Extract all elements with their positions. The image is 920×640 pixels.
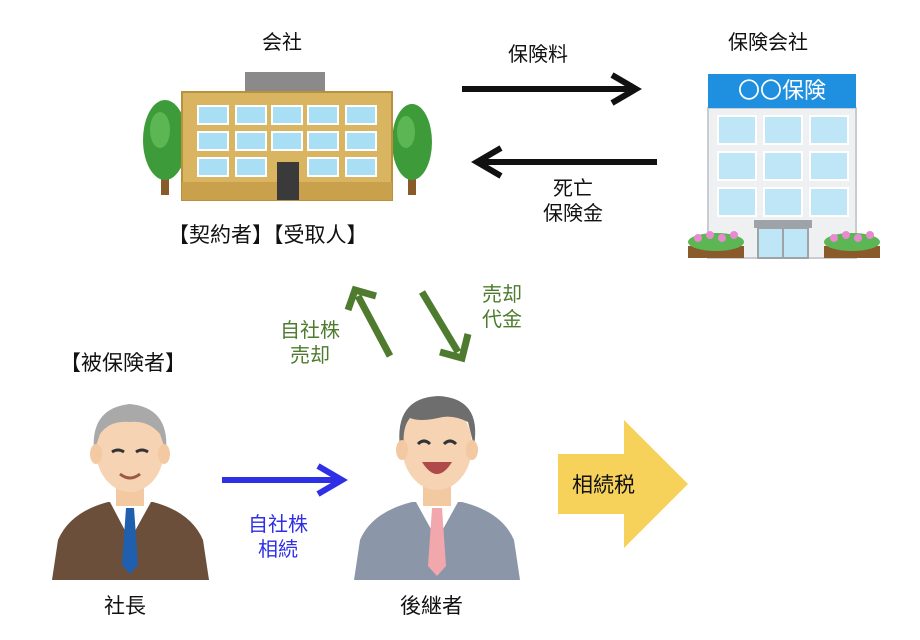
sale-proceeds-line2: 代金 — [482, 307, 522, 331]
death-benefit-line1: 死亡 — [553, 176, 593, 200]
sale-proceeds-arrow — [418, 290, 472, 363]
inheritance-tax-label: 相続税 — [572, 473, 635, 497]
company-roles-label: 【契約者】【受取人】 — [168, 223, 368, 247]
company-label: 会社 — [262, 30, 302, 54]
sale-proceeds-line1: 売却 — [482, 282, 522, 306]
flower-bed-icon — [688, 231, 744, 258]
president-role-label: 【被保険者】 — [60, 351, 186, 375]
sale-proceeds-label: 売却 代金 — [470, 282, 534, 332]
tree-icon — [392, 104, 432, 195]
share-sale-arrow — [344, 285, 394, 358]
inheritance-arrow — [222, 463, 348, 497]
premium-label: 保険料 — [508, 42, 568, 66]
president-name: 社長 — [104, 594, 146, 618]
inheritance-tax-arrow — [558, 420, 688, 548]
company-building-illustration — [143, 72, 432, 201]
flower-bed-icon — [824, 231, 880, 258]
death-benefit-label: 死亡 保険金 — [528, 176, 618, 226]
share-sale-line1: 自社株 — [280, 318, 340, 342]
share-sale-label: 自社株 売却 — [268, 318, 352, 368]
insurer-label: 保険会社 — [728, 30, 808, 54]
successor-illustration — [354, 396, 520, 580]
tree-icon — [143, 100, 187, 195]
inheritance-line1: 自社株 — [248, 512, 308, 536]
inheritance-line2: 相続 — [258, 537, 298, 561]
insurer-sign-text: 〇〇保険 — [737, 79, 826, 104]
president-illustration — [52, 404, 209, 580]
premium-arrow — [462, 72, 642, 106]
inheritance-label: 自社株 相続 — [236, 512, 320, 562]
successor-name: 後継者 — [400, 594, 463, 618]
share-sale-line2: 売却 — [290, 343, 330, 367]
death-benefit-line2: 保険金 — [543, 201, 603, 225]
insurer-building-illustration — [688, 74, 880, 259]
death-benefit-arrow — [471, 145, 657, 179]
